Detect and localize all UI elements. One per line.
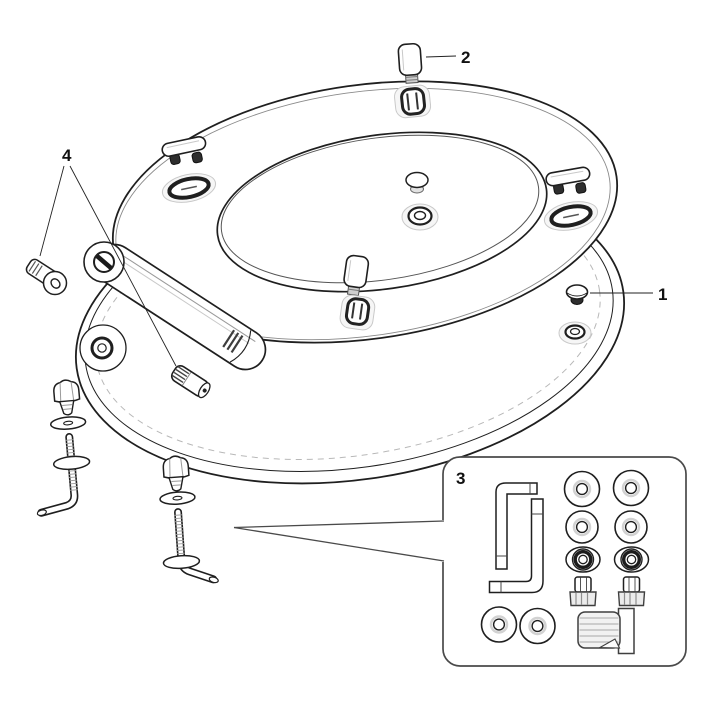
bolt-plate-right xyxy=(162,554,201,570)
right-pill-bumper xyxy=(545,166,591,195)
hinge-fixing-screw xyxy=(25,258,68,296)
callout-3-label: 3 xyxy=(456,469,465,488)
hinge-corner-boss xyxy=(83,241,125,283)
leader-line-2 xyxy=(425,55,457,58)
washer-left xyxy=(49,416,87,430)
washer-right xyxy=(159,491,196,505)
lid-knob xyxy=(405,171,429,194)
l-shaped-bolt-left xyxy=(36,433,91,517)
fixing-key-left xyxy=(495,482,538,570)
fixing-bolt-stack-right xyxy=(159,455,219,584)
lid-buffer-socket-front xyxy=(339,294,376,331)
fixing-key-right xyxy=(488,498,544,594)
kit-thumb-screws xyxy=(569,576,646,607)
hinge-bar xyxy=(83,241,267,399)
callout-1-label: 1 xyxy=(658,285,667,304)
kit-nuts xyxy=(565,546,650,573)
hinge-spline-pin xyxy=(170,365,211,399)
bolt-plate-left xyxy=(52,455,91,471)
leader-line-4b xyxy=(69,165,177,367)
callouts: 1 2 3 4 xyxy=(39,48,667,488)
callout-4-label: 4 xyxy=(62,146,72,165)
seat-ring xyxy=(111,42,619,344)
left-hinge-slot xyxy=(161,173,217,203)
wing-nut-right xyxy=(162,455,190,492)
left-pill-bumper xyxy=(161,135,207,165)
kit-plug-and-bracket xyxy=(577,607,635,655)
seat-buffer-socket xyxy=(558,321,592,345)
kit-washers xyxy=(563,469,650,544)
lid-buffer-top xyxy=(397,42,423,84)
l-shaped-bolt-right xyxy=(162,508,219,584)
lid-hinge-hole xyxy=(90,336,114,360)
seat-opening xyxy=(216,131,548,293)
wing-nut-left xyxy=(53,379,81,416)
kit-washers-bottom xyxy=(480,606,556,645)
lid-corner-lobe xyxy=(79,324,127,372)
seat-buffer xyxy=(565,284,589,305)
lid-knob-socket xyxy=(401,203,439,231)
leader-line-4a xyxy=(39,165,65,257)
right-hinge-slot xyxy=(543,201,599,231)
lid-buffer-front xyxy=(343,254,370,297)
callout-2-label: 2 xyxy=(461,48,470,67)
fixing-bolt-stack-left xyxy=(36,379,91,517)
parts-box xyxy=(233,456,687,667)
lid-buffer-socket-top xyxy=(394,84,432,119)
